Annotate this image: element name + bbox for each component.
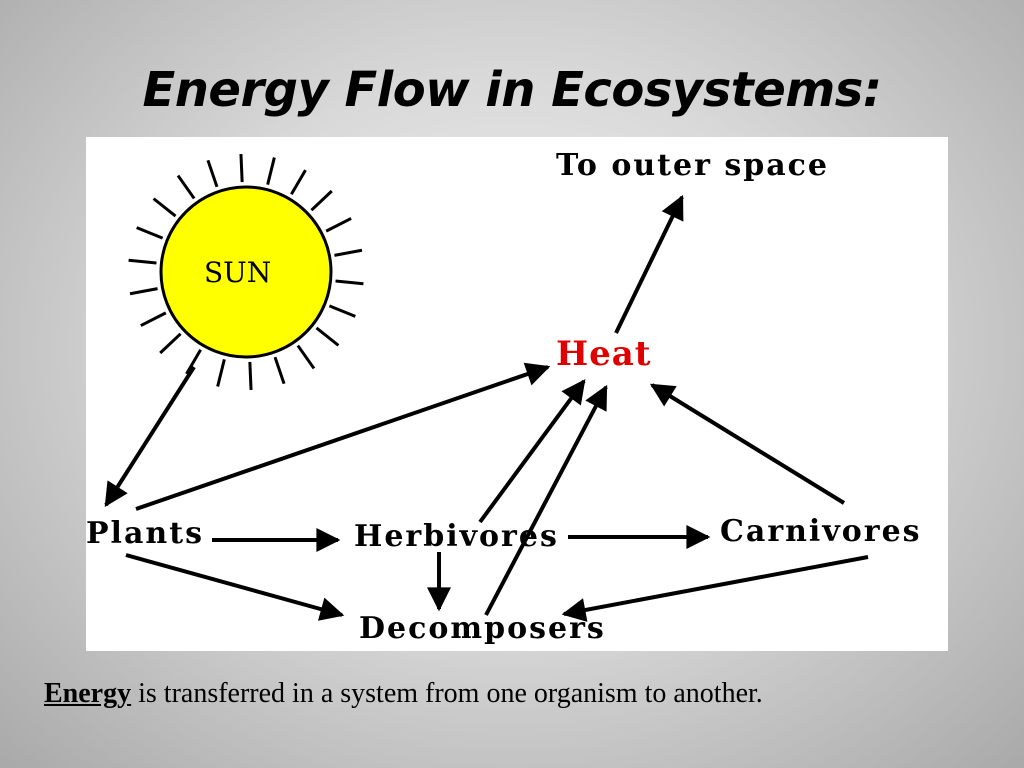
outer-space-label: To outer space [556,148,830,183]
arrow-carnivores-to-decomposers [561,555,869,622]
sun-label: SUN [204,256,272,289]
arrow-herbivores-to-heat [478,379,586,524]
sun-ray [185,348,202,375]
sun-ray [325,217,352,233]
arrow-sun-to-plants [104,365,196,508]
sun-ray [248,361,253,390]
caption: Energy is transferred in a system from o… [44,678,763,710]
sun-ray [328,304,356,318]
sun-icon [159,185,333,359]
sun-ray [290,169,307,196]
sun-ray [335,279,364,286]
heat-label: Heat [556,334,652,374]
sun-ray [315,326,340,347]
sun-ray [296,344,316,370]
energy-flow-diagram: SUN To outer space Heat Plants Herbivore… [86,137,948,651]
decomposers-label: Decomposers [359,611,606,646]
sun-ray [206,159,219,188]
sun-ray [152,197,177,218]
sun-ray [128,258,157,265]
sun-ray [159,332,182,355]
caption-text: is transferred in a system from one orga… [131,678,763,709]
sun-rays [128,154,364,390]
sun-ray [176,174,196,200]
sun-ray [216,358,226,387]
herbivores-label: Herbivores [354,519,559,554]
arrow-layer [104,194,869,622]
sun-ray [136,226,164,240]
caption-term: Energy [44,678,132,709]
arrow-decomposers-to-heat [484,384,608,616]
sun-ray [310,189,333,212]
sun-ray [129,287,158,296]
sun-ray [273,356,286,385]
arrow-carnivores-to-heat [649,383,846,505]
diagram-canvas [104,154,869,622]
sun-ray [334,248,363,257]
arrow-plants-to-decomposers [125,553,345,621]
slide-title: Energy Flow in Ecosystems: [142,62,882,118]
sun-ray [239,154,244,183]
carnivores-label: Carnivores [720,514,922,549]
plants-label: Plants [86,516,204,551]
arrow-plants-to-heat [135,362,551,511]
sun-ray [266,157,276,186]
sun-ray [140,311,167,327]
arrow-heat-to-outer-space [614,194,684,334]
